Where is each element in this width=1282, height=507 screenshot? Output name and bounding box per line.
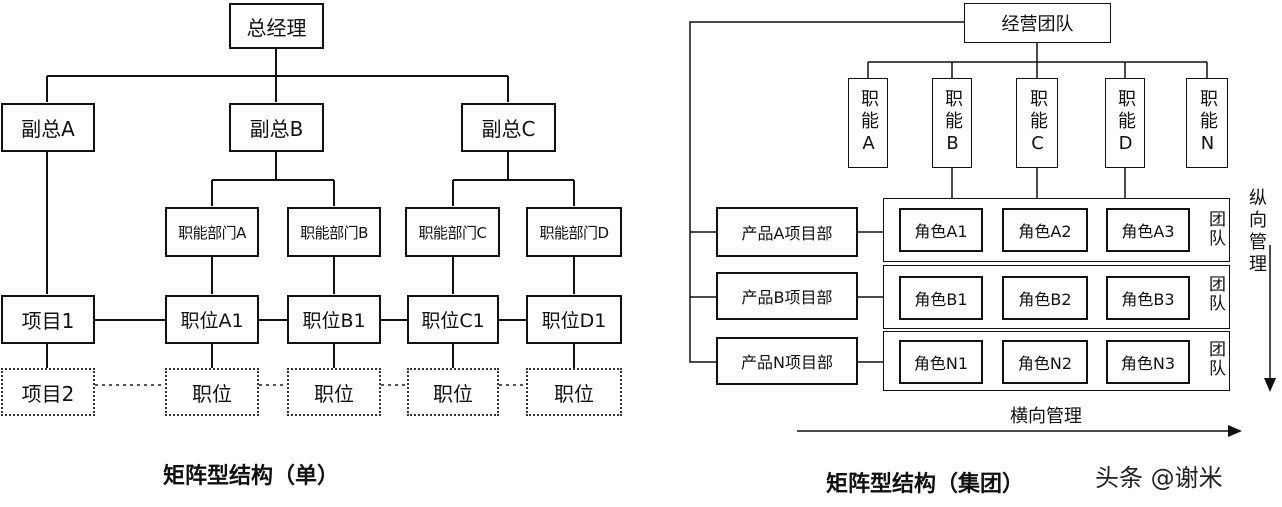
dept-a-box: 职能部门A xyxy=(165,207,259,257)
project-1-label: 项目1 xyxy=(21,309,75,333)
project-2-label: 项目2 xyxy=(21,381,75,406)
role-label: 角色B3 xyxy=(1121,290,1175,309)
ceo-box: 总经理 xyxy=(229,3,324,49)
team-label: 团队 xyxy=(1205,275,1225,313)
ceo-label: 总经理 xyxy=(246,15,307,40)
project-2-box: 项目2 xyxy=(1,368,95,416)
post-d1-box: 职位D1 xyxy=(526,295,622,344)
vertical-mgmt-label: 纵向管理 xyxy=(1246,188,1267,276)
post-box: 职位 xyxy=(407,368,499,416)
role-box: 角色B1 xyxy=(899,276,983,320)
post-d1-label: 职位D1 xyxy=(541,310,607,332)
mgmt-team-label: 经营团队 xyxy=(1001,14,1074,35)
watermark: 头条 @谢米 xyxy=(1095,464,1223,492)
role-box: 角色B3 xyxy=(1106,276,1190,320)
role-box: 角色A2 xyxy=(1002,208,1088,252)
post-a1-box: 职位A1 xyxy=(165,295,259,344)
vp-b-label: 副总B xyxy=(249,117,304,141)
post-label: 职位 xyxy=(314,381,354,406)
vp-c-box: 副总C xyxy=(461,103,556,152)
role-label: 角色N2 xyxy=(1017,354,1073,373)
project-1-box: 项目1 xyxy=(1,295,95,344)
department-label: 产品B项目部 xyxy=(741,288,833,307)
function-d-box: 职能D xyxy=(1105,78,1145,168)
post-label: 职位 xyxy=(433,381,473,406)
dept-d-label: 职能部门D xyxy=(539,223,609,242)
role-label: 角色A1 xyxy=(914,222,968,241)
role-box: 角色N2 xyxy=(1002,340,1088,384)
dept-b-label: 职能部门B xyxy=(300,223,368,242)
dept-product-b-box: 产品B项目部 xyxy=(716,272,858,320)
team-label: 团队 xyxy=(1205,340,1225,378)
dept-d-box: 职能部门D xyxy=(526,207,622,257)
post-box: 职位 xyxy=(165,368,259,416)
function-label: 职能D xyxy=(1115,88,1136,158)
role-box: 角色B2 xyxy=(1002,276,1088,320)
dept-product-a-box: 产品A项目部 xyxy=(716,207,858,257)
dept-c-label: 职能部门C xyxy=(418,223,487,242)
post-b1-label: 职位B1 xyxy=(302,310,366,332)
department-label: 产品N项目部 xyxy=(741,353,833,372)
dept-a-label: 职能部门A xyxy=(178,223,246,242)
function-label: 职能B xyxy=(942,88,963,158)
function-label: 职能C xyxy=(1027,88,1048,158)
function-a-box: 职能A xyxy=(848,78,888,168)
role-label: 角色A3 xyxy=(1121,222,1175,241)
function-c-box: 职能C xyxy=(1016,78,1058,168)
team-label: 团队 xyxy=(1205,210,1225,248)
role-box: 角色N1 xyxy=(899,340,983,384)
role-box: 角色N3 xyxy=(1106,340,1190,384)
function-label: 职能A xyxy=(858,88,879,158)
role-label: 角色N1 xyxy=(913,354,969,373)
post-box: 职位 xyxy=(526,368,622,416)
post-box: 职位 xyxy=(287,368,381,416)
dept-product-n-box: 产品N项目部 xyxy=(716,337,858,385)
dept-b-box: 职能部门B xyxy=(287,207,381,257)
post-label: 职位 xyxy=(554,381,594,406)
dept-c-box: 职能部门C xyxy=(405,207,500,257)
function-b-box: 职能B xyxy=(932,78,972,168)
role-label: 角色B2 xyxy=(1018,290,1072,309)
caption-group: 矩阵型结构（集团） xyxy=(826,471,1025,497)
vp-a-box: 副总A xyxy=(1,103,95,152)
horizontal-mgmt-label: 横向管理 xyxy=(1010,406,1082,427)
post-label: 职位 xyxy=(192,381,232,406)
mgmt-team-box: 经营团队 xyxy=(964,3,1111,43)
function-n-box: 职能N xyxy=(1186,78,1228,168)
role-box: 角色A1 xyxy=(899,208,983,252)
post-b1-box: 职位B1 xyxy=(287,295,381,344)
role-label: 角色A2 xyxy=(1018,222,1072,241)
role-box: 角色A3 xyxy=(1106,208,1190,252)
role-label: 角色N3 xyxy=(1120,354,1176,373)
vp-c-label: 副总C xyxy=(481,117,536,141)
caption-single: 矩阵型结构（单） xyxy=(163,463,340,489)
post-a1-label: 职位A1 xyxy=(180,310,244,332)
post-c1-label: 职位C1 xyxy=(421,310,485,332)
department-label: 产品A项目部 xyxy=(741,224,833,243)
role-label: 角色B1 xyxy=(914,290,968,309)
post-c1-box: 职位C1 xyxy=(407,295,499,344)
vp-b-box: 副总B xyxy=(229,103,324,152)
vp-a-label: 副总A xyxy=(21,117,75,141)
function-label: 职能N xyxy=(1197,88,1218,158)
